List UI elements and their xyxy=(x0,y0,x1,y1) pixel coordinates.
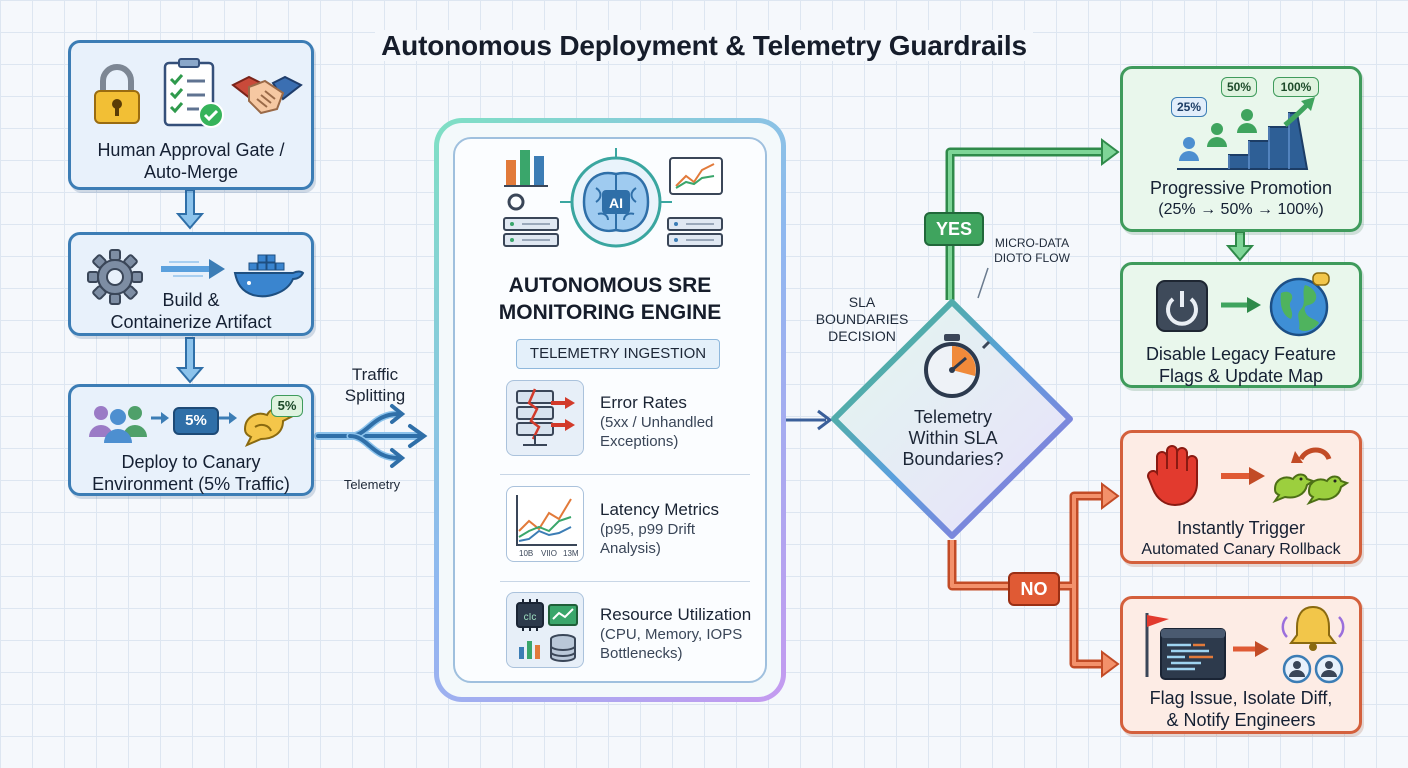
power-switch-icon xyxy=(1156,280,1208,332)
ai-brain-cluster-icon: AI xyxy=(503,148,723,248)
build-to-canary-arrow xyxy=(175,337,205,384)
bar-chart-icon xyxy=(504,150,548,187)
rollback-arrow-icon xyxy=(1221,467,1265,485)
latency-metrics-card: 10B VIIO 13M xyxy=(506,486,584,562)
build-label: Build &Containerize Artifact xyxy=(110,290,272,332)
promotion-tag-50: 50% xyxy=(1221,77,1257,97)
row-divider-1 xyxy=(500,474,750,475)
canary-arrow2-icon xyxy=(219,412,237,424)
promotion-tag-25: 25% xyxy=(1171,97,1207,117)
diagram-title: Autonomous Deployment & Telemetry Guardr… xyxy=(0,30,1408,62)
notify-engineers-label: Flag Issue, Isolate Diff,& Notify Engine… xyxy=(1149,688,1333,730)
error-rates-title: Error Rates xyxy=(600,393,687,412)
approval-gate-box: Human Approval Gate /Auto-Merge xyxy=(68,40,314,190)
traffic-split-arrow xyxy=(314,404,428,468)
yes-path xyxy=(945,138,1120,300)
monitor-chart-icon xyxy=(669,157,723,195)
yes-badge: YES xyxy=(924,212,984,246)
svg-text:13M: 13M xyxy=(563,549,579,558)
stopwatch-icon xyxy=(924,334,991,398)
handshake-icon xyxy=(231,75,303,115)
svg-text:AI: AI xyxy=(609,195,623,211)
canary-arrow-icon xyxy=(151,412,169,424)
resource-utilization-title: Resource Utilization xyxy=(600,605,752,624)
gear-icon xyxy=(87,249,143,305)
birds-return-icon xyxy=(1272,447,1350,506)
telemetry-ingestion-tag: TELEMETRY INGESTION xyxy=(516,339,720,369)
svg-text:10B: 10B xyxy=(519,549,533,558)
promotion-to-flags-arrow xyxy=(1225,231,1255,262)
stop-hand-icon xyxy=(1147,445,1198,507)
micro-data-pointer xyxy=(977,267,989,299)
server-error-icon xyxy=(516,388,575,446)
canary-percent-tag: 5% xyxy=(173,407,219,435)
telemetry-split-label: Telemetry xyxy=(343,477,401,492)
docker-whale-icon xyxy=(233,254,305,298)
approval-gate-label: Human Approval Gate /Auto-Merge xyxy=(97,140,285,182)
notify-engineers-box: Flag Issue, Isolate Diff,& Notify Engine… xyxy=(1120,596,1362,734)
padlock-icon xyxy=(94,64,140,124)
sla-decision-diamond xyxy=(831,299,1073,539)
server-rack-right-icon xyxy=(667,217,723,247)
svg-text:VIIO: VIIO xyxy=(541,549,557,558)
build-box: Build &Containerize Artifact xyxy=(68,232,314,336)
latency-metrics-title: Latency Metrics xyxy=(600,500,720,519)
row-divider-2 xyxy=(500,581,750,582)
users-group-icon xyxy=(89,406,147,443)
approval-to-build-arrow xyxy=(175,189,205,230)
canary-bird-tag: 5% xyxy=(271,395,303,417)
engine-to-decision-arrow xyxy=(786,409,833,431)
globe-map-icon xyxy=(1269,272,1330,337)
staircase-growth-icon xyxy=(1177,97,1315,170)
latency-line-chart-icon: 10B VIIO 13M xyxy=(516,495,579,558)
progressive-promotion-box: 25% 50% 100% Progressive Promotion(25% →… xyxy=(1120,66,1362,232)
promotion-tag-100: 100% xyxy=(1273,77,1319,97)
resource-utilization-card: cIc xyxy=(506,592,584,668)
no-badge: NO xyxy=(1008,572,1060,606)
progressive-promotion-label: Progressive Promotion(25% → 50% → 100%) xyxy=(1149,178,1333,218)
error-rates-card xyxy=(506,380,584,456)
code-window-flag-icon xyxy=(1145,613,1226,680)
server-rack-left-icon xyxy=(503,193,559,247)
svg-text:cIc: cIc xyxy=(524,612,537,623)
speed-arrow-icon xyxy=(161,259,225,279)
bell-engineers-icon xyxy=(1281,605,1345,684)
notify-arrow-icon xyxy=(1233,641,1269,657)
checklist-icon xyxy=(163,58,224,128)
cpu-chip-icon: cIc xyxy=(516,599,578,662)
flags-arrow-icon xyxy=(1221,297,1261,313)
